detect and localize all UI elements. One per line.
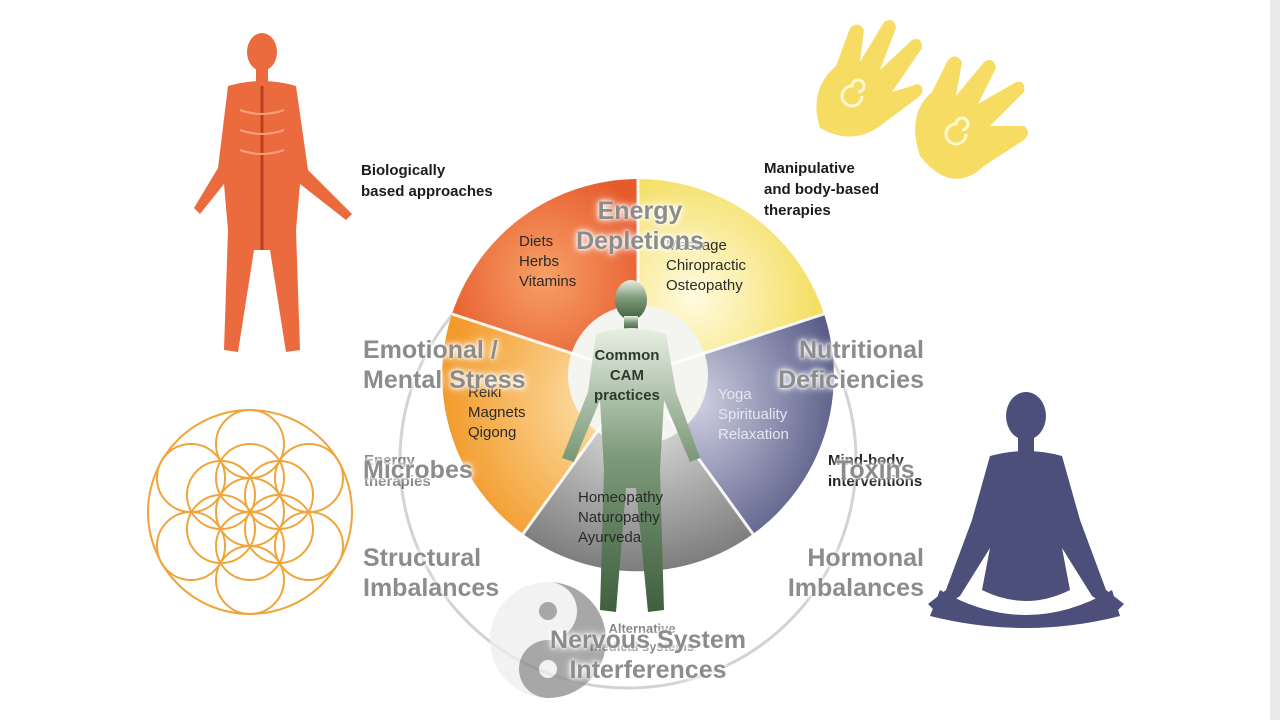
overlay-emotional-stress: Emotional / Mental Stress [363,335,526,395]
wedge-alternative-items: Homeopathy Naturopathy Ayurveda [578,488,663,548]
meditation-figure-icon [928,392,1124,628]
overlay-structural: Structural Imbalances [363,543,499,603]
label-manipulative: Manipulative and body-based therapies [764,158,879,221]
overlay-toxins: Toxins [836,455,915,485]
center-label: Common CAM practices [594,346,660,406]
overlay-hormonal: Hormonal Imbalances [744,543,924,603]
overlay-microbes: Microbes [363,455,473,485]
overlay-nutritional: Nutritional Deficiencies [744,335,924,395]
anatomy-figure-icon [194,33,352,352]
right-edge-strip [1270,0,1280,720]
hands-icon [816,20,1028,179]
overlay-energy-depletions: Energy Depletions [560,196,720,256]
label-biological: Biologically based approaches [361,160,493,202]
overlay-nervous: Nervous System Interferences [518,625,778,685]
flower-of-life-icon [148,410,352,614]
